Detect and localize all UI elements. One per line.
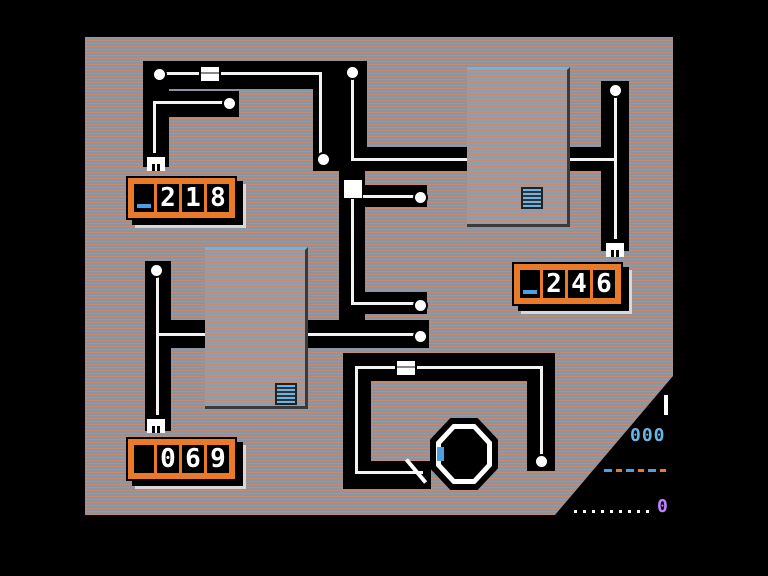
chip-icon — [275, 383, 297, 405]
pump-core — [441, 429, 487, 479]
counter-digit: 8 — [207, 184, 229, 212]
outlet-plug-bottom-left — [147, 415, 165, 433]
pipe-node — [152, 67, 167, 82]
pipe-center-spine — [351, 195, 354, 303]
pipe-spine-branch-2 — [351, 302, 419, 305]
hud-dots — [574, 510, 652, 513]
valve-top[interactable] — [199, 65, 221, 83]
counter-digit: 6 — [593, 270, 615, 298]
counter-right: 2 4 6 — [512, 262, 623, 306]
hud-lives: 0 — [657, 496, 668, 517]
pipe-node — [413, 190, 428, 205]
counter-digit: 4 — [568, 270, 590, 298]
pipe-node — [413, 298, 428, 313]
chip-icon — [521, 187, 543, 209]
level-indicator — [134, 184, 154, 212]
level-indicator — [134, 445, 154, 473]
valve-bottom[interactable] — [395, 359, 417, 377]
pipe-spine-branch-1 — [351, 195, 419, 198]
level-bar — [137, 204, 151, 208]
pipe-left-drop — [319, 72, 322, 160]
level-bar — [523, 290, 537, 294]
outlet-plug-top-left — [147, 153, 165, 171]
pipe-loop-bottom — [355, 471, 423, 474]
player-cursor[interactable] — [343, 179, 363, 199]
pump-octagon-icon[interactable] — [430, 418, 498, 490]
pipe-node — [413, 329, 428, 344]
counter-digit: 2 — [543, 270, 565, 298]
pipe-right-vertical — [614, 91, 617, 243]
pipe-loop-left — [355, 366, 358, 474]
outlet-plug-right — [606, 239, 624, 257]
hud-score: 000 — [630, 425, 666, 446]
counter-digit: 2 — [157, 184, 179, 212]
counter-digit: 0 — [157, 445, 179, 473]
pipe-node — [534, 454, 549, 469]
pipe-loop-right — [540, 366, 543, 458]
pipe-node — [608, 83, 623, 98]
pipe-node — [316, 152, 331, 167]
tank-room-left — [205, 247, 308, 409]
pipe-loop-top — [355, 366, 543, 369]
counter-digit: 6 — [182, 445, 204, 473]
counter-top-left: 2 1 8 — [126, 176, 237, 220]
counter-bottom-left: 0 6 9 — [126, 437, 237, 481]
level-indicator — [520, 270, 540, 298]
pipe-top — [160, 72, 322, 75]
pipe-top-left-down — [153, 101, 156, 157]
pipe-node — [222, 96, 237, 111]
pipe-center-top — [351, 72, 354, 160]
hud-level-bar — [664, 395, 668, 415]
pump-cursor — [437, 447, 444, 461]
counter-digit: 9 — [207, 445, 229, 473]
pipe-node — [345, 65, 360, 80]
pipe-bottom-left-vertical — [156, 269, 159, 421]
pipe-node — [149, 263, 164, 278]
tank-room-right — [467, 67, 570, 227]
counter-digit: 1 — [182, 184, 204, 212]
hud-dashes — [604, 469, 670, 472]
pipe-top-left-branch — [153, 101, 231, 104]
